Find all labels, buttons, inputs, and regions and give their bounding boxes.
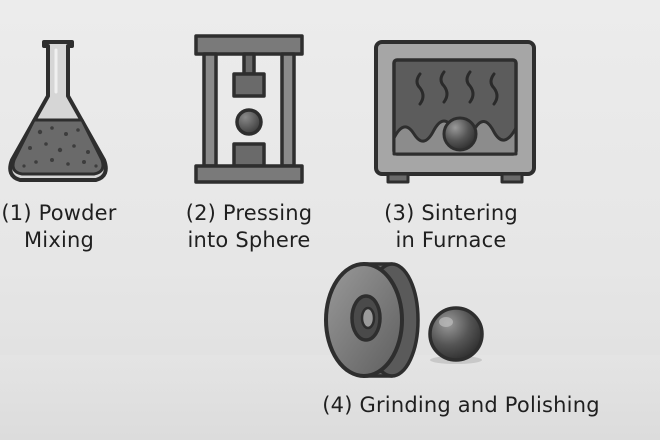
step-label-line: in Furnace: [395, 228, 507, 252]
powder-particles: [22, 126, 98, 168]
flask-icon: [8, 40, 108, 182]
step-label-line: (3) Sintering: [384, 201, 518, 225]
step-label-powder-mixing: (1) Powder Mixing: [0, 200, 118, 254]
step-label-line: Mixing: [23, 228, 95, 252]
heat-waves: [415, 70, 499, 106]
step-label-grinding: (4) Grinding and Polishing: [316, 392, 606, 419]
step-label-line: (4) Grinding and Polishing: [322, 393, 600, 417]
polished-ball: [428, 306, 484, 362]
step-label-line: (2) Pressing: [185, 201, 313, 225]
grinding-wheel-icon: [324, 262, 484, 378]
floor-shadow: [0, 355, 660, 440]
step-label-line: into Sphere: [187, 228, 311, 252]
furnace-icon: [374, 40, 536, 184]
step-label-line: (1) Powder: [1, 201, 117, 225]
step-label-sintering: (3) Sintering in Furnace: [378, 200, 524, 254]
press-icon: [194, 34, 304, 184]
step-label-pressing: (2) Pressing into Sphere: [178, 200, 320, 254]
